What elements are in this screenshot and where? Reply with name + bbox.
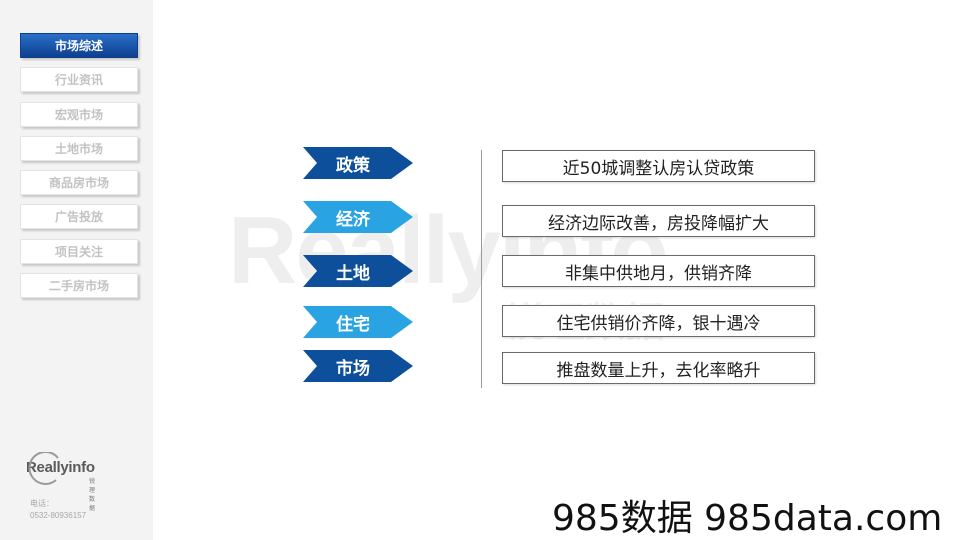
tag-land: 土地 bbox=[303, 255, 413, 287]
sidebar-item-label: 行业资讯 bbox=[54, 73, 103, 88]
sidebar-item-land-market[interactable]: 土地市场 bbox=[20, 135, 138, 161]
tag-label: 土地 bbox=[336, 263, 370, 284]
phone-number: 0532-80936157 bbox=[30, 511, 87, 520]
arrow-tag-icon bbox=[303, 201, 413, 233]
arrow-tag-icon bbox=[303, 147, 413, 179]
sidebar-item-housing-market[interactable]: 商品房市场 bbox=[20, 170, 138, 196]
tag-label: 经济 bbox=[336, 209, 370, 230]
tag-economy: 经济 bbox=[303, 201, 413, 233]
sidebar-nav: 市场综述 行业资讯 宏观市场 土地市场 商品房市场 广告投放 项目关注 二手房市… bbox=[20, 33, 138, 307]
summary-box: 非集中供地月，供销齐降 bbox=[502, 255, 815, 287]
sidebar-item-label: 广告投放 bbox=[54, 210, 103, 225]
summary-box: 经济边际改善，房投降幅扩大 bbox=[502, 205, 815, 237]
sidebar-item-macro-market[interactable]: 宏观市场 bbox=[20, 101, 138, 127]
company-logo: Reallyinfo 锐理数据 bbox=[26, 452, 95, 512]
arrow-tag-icon bbox=[303, 350, 413, 382]
sidebar-item-advertising[interactable]: 广告投放 bbox=[20, 204, 138, 230]
contact-info: 电话： 0532-80936157 bbox=[30, 498, 86, 522]
footer-watermark: 985数据 985data.com bbox=[552, 498, 943, 539]
summary-box: 近50城调整认房认贷政策 bbox=[502, 150, 815, 182]
sidebar: 市场综述 行业资讯 宏观市场 土地市场 商品房市场 广告投放 项目关注 二手房市… bbox=[0, 0, 153, 540]
sidebar-item-market-overview[interactable]: 市场综述 bbox=[20, 33, 138, 58]
sidebar-item-label: 宏观市场 bbox=[54, 107, 103, 122]
logo-subtitle: 锐理数据 bbox=[89, 478, 96, 512]
sidebar-item-label: 二手房市场 bbox=[48, 279, 109, 294]
phone-label: 电话： bbox=[30, 499, 54, 508]
sidebar-item-label: 市场综述 bbox=[54, 39, 103, 53]
logo-text: Reallyinfo bbox=[26, 459, 95, 476]
sidebar-item-second-hand-market[interactable]: 二手房市场 bbox=[20, 273, 138, 299]
sidebar-item-label: 土地市场 bbox=[54, 141, 103, 156]
divider-line bbox=[481, 150, 482, 388]
sidebar-item-label: 商品房市场 bbox=[48, 176, 109, 191]
sidebar-item-industry-news[interactable]: 行业资讯 bbox=[20, 67, 138, 93]
sidebar-item-label: 项目关注 bbox=[54, 244, 103, 259]
arrow-tag-icon bbox=[303, 255, 413, 287]
arrow-tag-icon bbox=[303, 306, 413, 338]
logo-arc-icon bbox=[28, 452, 59, 485]
tag-residential: 住宅 bbox=[303, 306, 413, 338]
sidebar-item-project-focus[interactable]: 项目关注 bbox=[20, 238, 138, 264]
summary-box: 住宅供销价齐降，银十遇冷 bbox=[502, 305, 815, 337]
tag-label: 市场 bbox=[336, 358, 370, 379]
summary-box: 推盘数量上升，去化率略升 bbox=[502, 352, 815, 384]
tag-market: 市场 bbox=[303, 350, 413, 382]
tag-policy: 政策 bbox=[303, 147, 413, 179]
tag-label: 政策 bbox=[336, 155, 370, 176]
tag-label: 住宅 bbox=[336, 314, 370, 335]
